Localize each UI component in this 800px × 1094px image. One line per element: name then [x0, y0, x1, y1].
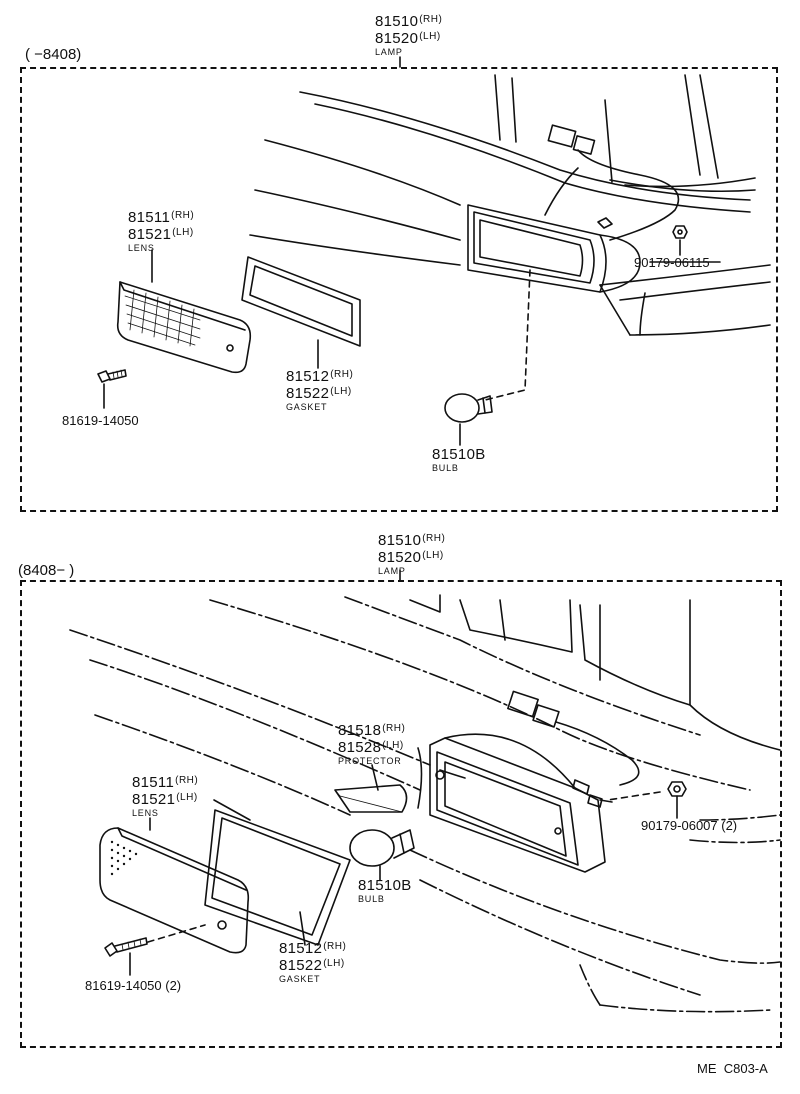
- bottom-gasket: [204, 809, 351, 946]
- top-gasket: [241, 256, 361, 347]
- bottom-gasket-label: 81512(RH) 81522(LH) GASKET: [279, 940, 347, 984]
- top-nut: [672, 225, 688, 239]
- top-screw-label: 81619-14050: [62, 413, 139, 428]
- bottom-nut-label: 90179-06007 (2): [641, 818, 738, 833]
- bottom-lamp-wiring: [507, 690, 640, 808]
- bottom-protector-label: 81518(RH) 81528(LH) PROTECTOR: [338, 722, 406, 766]
- bottom-body-outline: [69, 596, 781, 1013]
- bottom-protector: [334, 784, 408, 813]
- top-lamp-housing: [467, 204, 641, 293]
- bottom-bulb: [349, 829, 415, 867]
- top-lamp-wiring: [544, 124, 680, 241]
- top-nut-label: 90179-06115: [634, 255, 710, 270]
- bottom-lens-label: 81511(RH) 81521(LH) LENS: [132, 774, 199, 818]
- bottom-lamp-housing: [429, 733, 606, 873]
- bottom-section-frame: [20, 580, 782, 1048]
- top-body-outline: [249, 74, 771, 336]
- top-bulb: [444, 393, 493, 423]
- bottom-nut: [667, 781, 687, 797]
- bottom-window-outline: [409, 594, 781, 751]
- top-section-frame: [20, 67, 778, 512]
- bottom-screw: [104, 937, 148, 957]
- top-bulb-leader: [484, 269, 531, 401]
- top-screw: [97, 369, 127, 383]
- top-lamp-label: 81510(RH) 81520(LH) LAMP: [375, 13, 443, 57]
- diagram-reference-code: ME C803-A: [697, 1061, 768, 1076]
- top-bulb-label: 81510B BULB: [432, 446, 486, 473]
- bottom-screw-label: 81619-14050 (2): [85, 978, 182, 993]
- top-date-range: ( −8408): [25, 46, 82, 63]
- top-gasket-label: 81512(RH) 81522(LH) GASKET: [286, 368, 354, 412]
- bottom-date-range: (8408− ): [18, 562, 75, 579]
- bottom-lens: [99, 827, 250, 954]
- bottom-lamp-label: 81510(RH) 81520(LH) LAMP: [378, 532, 446, 576]
- top-lens: [116, 281, 252, 374]
- bottom-bulb-label: 81510B BULB: [358, 877, 412, 904]
- top-lens-label: 81511(RH) 81521(LH) LENS: [128, 209, 195, 253]
